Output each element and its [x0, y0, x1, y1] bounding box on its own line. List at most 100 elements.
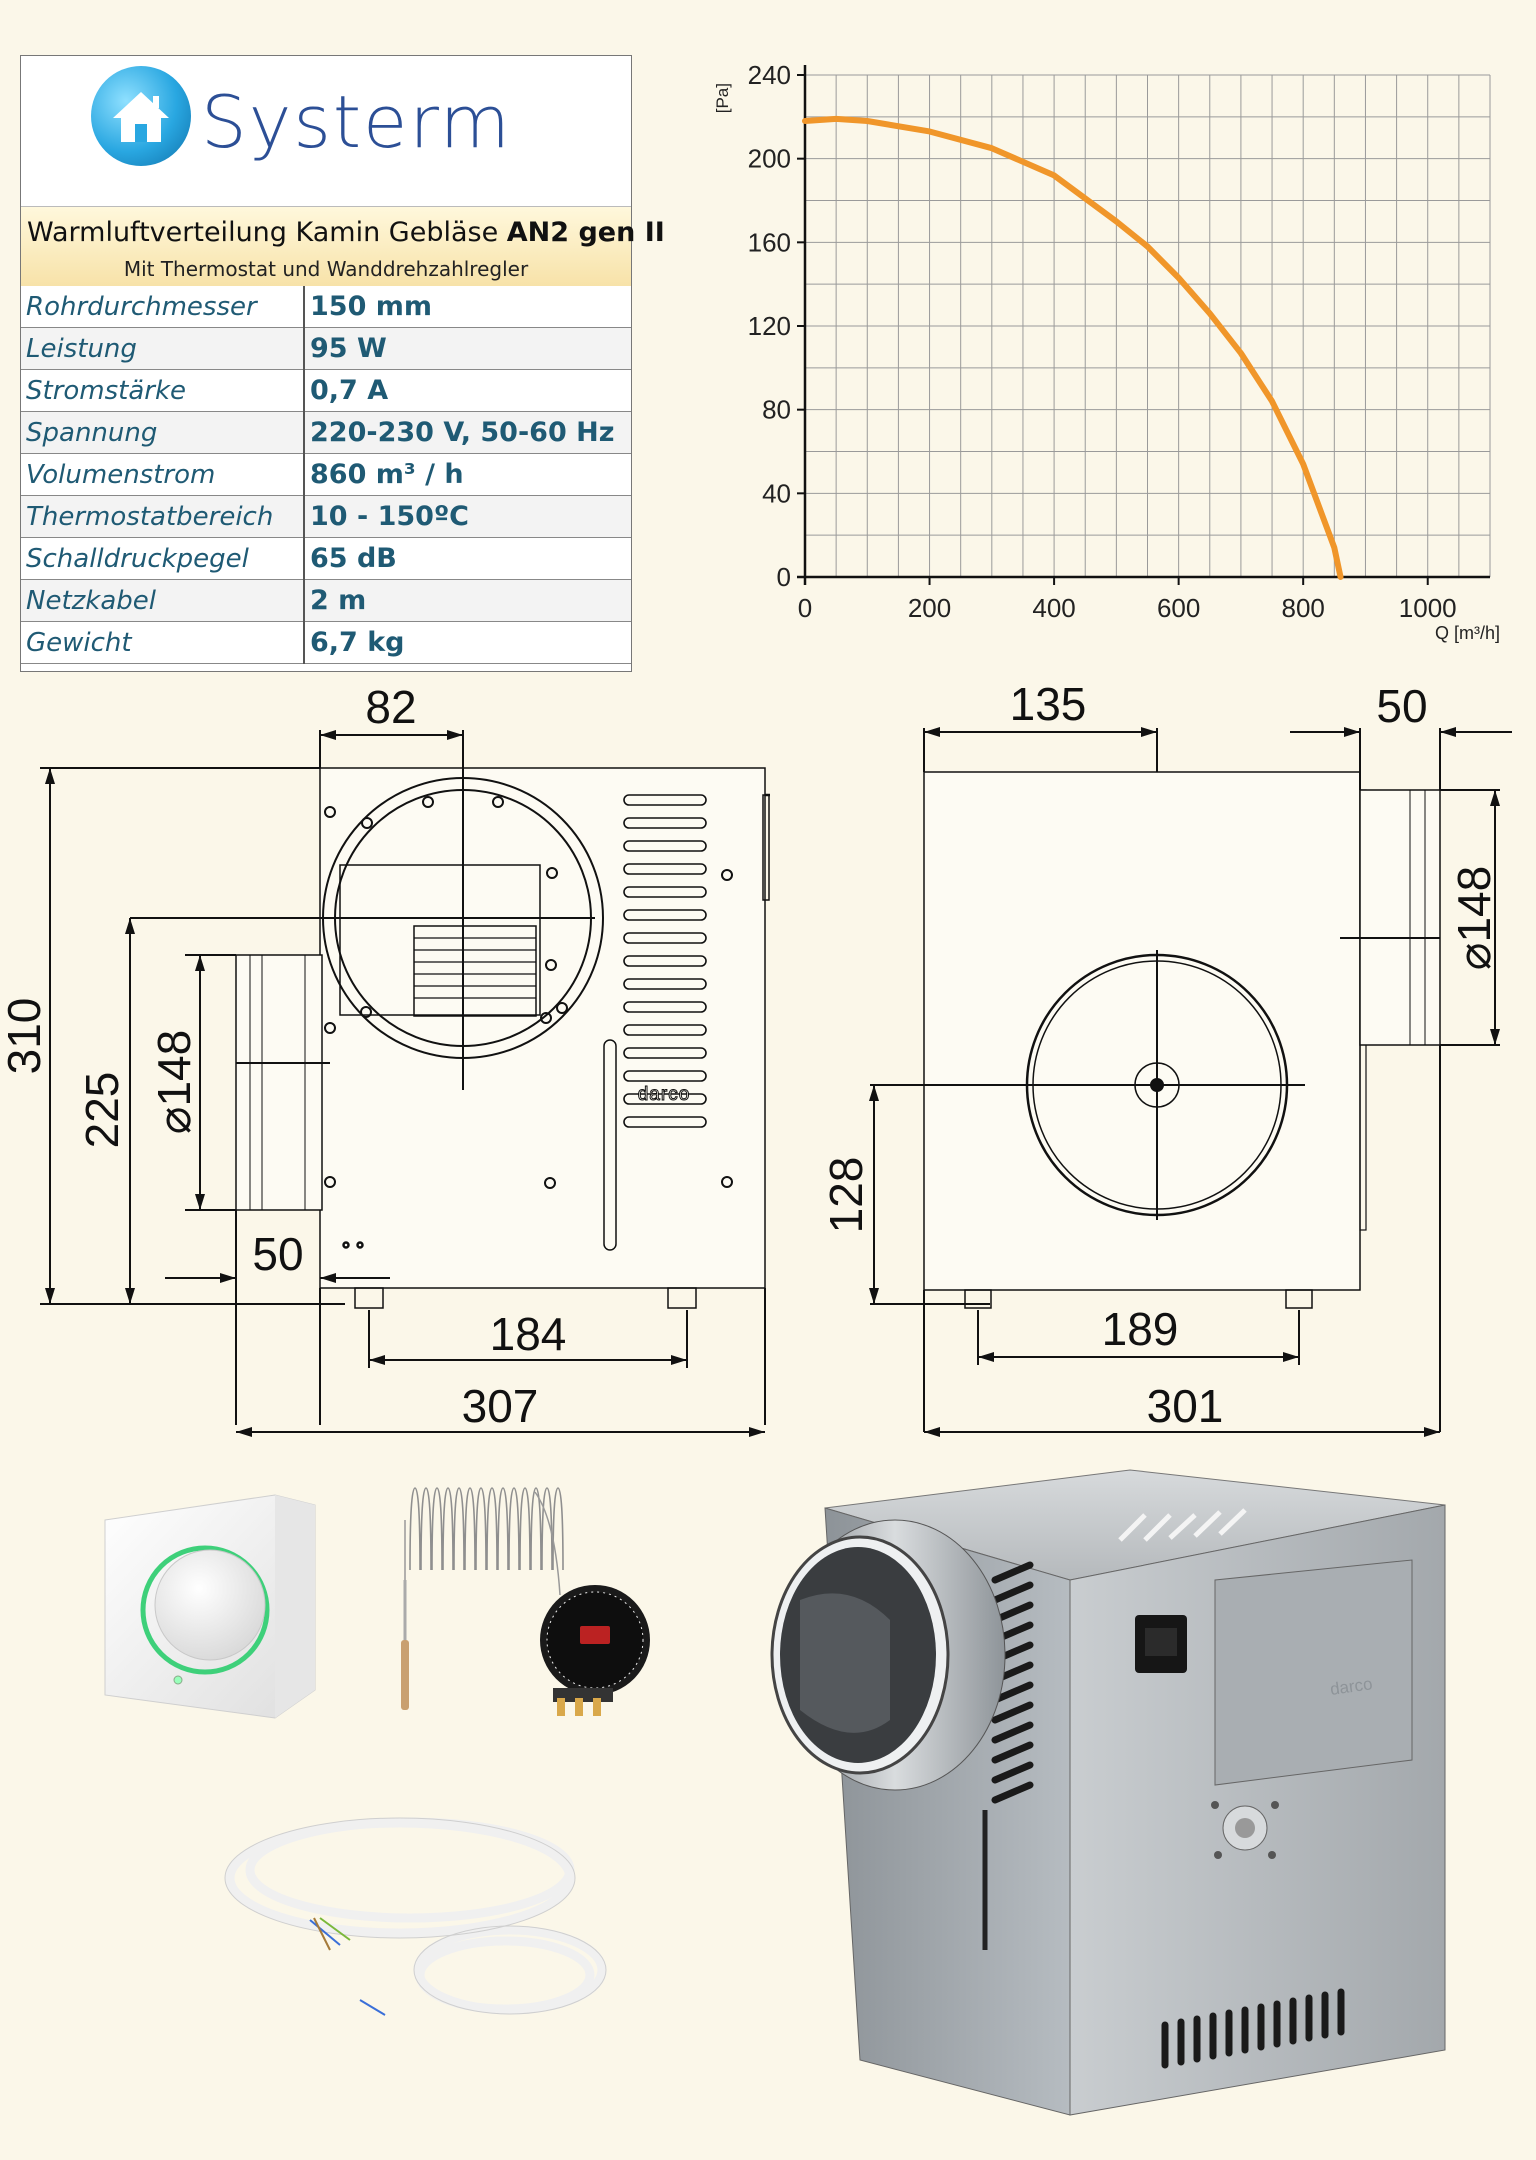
capillary-coil	[541, 1487, 553, 1571]
dim-diameter-148-right: ⌀148	[1448, 866, 1500, 970]
vent-slot	[623, 1047, 707, 1059]
capillary-coil	[475, 1487, 487, 1571]
unit-vent-slot	[991, 1761, 1034, 1784]
dim-301: 301	[1147, 1380, 1224, 1432]
spec-sheet: Systerm Warmluftverteilung Kamin Gebläse…	[20, 55, 665, 672]
x-axis-label: Q [m³/h]	[1435, 623, 1500, 643]
unit-vent-slot	[991, 1701, 1034, 1724]
capillary-coil	[530, 1487, 542, 1571]
capillary-coil	[552, 1487, 564, 1571]
fan-unit-photo: darco	[770, 1469, 1446, 2116]
unit-vent-slot	[991, 1741, 1034, 1764]
product-title: Warmluftverteilung Kamin Gebläse AN2 gen…	[27, 217, 665, 248]
x-tick-label: 800	[1281, 593, 1324, 623]
spec-label: Leistung	[21, 327, 305, 370]
speed-controller-photo	[104, 1494, 316, 1719]
unit-vent-slot	[991, 1781, 1034, 1804]
vent-slot	[623, 1001, 707, 1013]
x-tick-label: 0	[798, 593, 812, 623]
chart-series	[802, 115, 1344, 580]
dim-diameter-148: ⌀148	[148, 1030, 200, 1134]
unit-vent-slot	[991, 1581, 1034, 1604]
spec-value: 150 mm	[304, 286, 631, 328]
capillary-coil	[453, 1487, 465, 1571]
chart-axes	[797, 65, 1490, 585]
housing-outline-front	[923, 771, 1361, 1291]
spec-label: Netzkabel	[21, 579, 305, 622]
technical-drawing-front: 135 50 ⌀148 128 189 301	[820, 680, 1512, 1437]
spec-value: 0,7 A	[304, 369, 631, 412]
spec-value: 860 m³ / h	[304, 453, 631, 496]
housing-outline	[319, 767, 766, 1289]
dim-310: 310	[0, 998, 50, 1075]
capillary-coil	[420, 1487, 432, 1571]
chart-grid	[804, 74, 1491, 578]
vent-slot	[623, 840, 707, 852]
capillary-coil	[431, 1487, 443, 1571]
spec-value: 2 m	[304, 579, 631, 622]
spec-label: Gewicht	[21, 621, 305, 664]
led-ring	[140, 1545, 270, 1675]
y-tick-label: 80	[762, 395, 791, 425]
control-box	[1214, 1559, 1413, 1786]
dim-82: 82	[365, 681, 416, 733]
vent-slot	[623, 909, 707, 921]
x-tick-label: 400	[1032, 593, 1075, 623]
capillary-coil	[519, 1487, 531, 1571]
x-tick-label: 600	[1157, 593, 1200, 623]
vent-slot	[623, 886, 707, 898]
fan-curve-line	[802, 115, 1344, 580]
vent-slot	[623, 1093, 707, 1105]
spec-value: 220-230 V, 50-60 Hz	[304, 411, 631, 454]
y-tick-label: 40	[762, 478, 791, 508]
darco-mark: darco	[638, 1084, 691, 1105]
dim-225: 225	[76, 1072, 128, 1149]
spec-value: 10 - 150ºC	[304, 495, 631, 538]
vent-slot	[623, 1024, 707, 1036]
duct-stub-right	[1359, 789, 1441, 1046]
dim-184: 184	[490, 1308, 567, 1360]
dim-189: 189	[1102, 1303, 1179, 1355]
y-tick-label: 200	[748, 144, 791, 174]
vent-slot	[623, 1070, 707, 1082]
capillary-coil	[409, 1487, 421, 1571]
technical-drawing-side: 82 310 225 ⌀148 50 184 307 darco	[0, 681, 770, 1437]
dim-50-right: 50	[1376, 680, 1427, 732]
spec-label: Stromstärke	[21, 369, 305, 412]
capillary-coil	[486, 1487, 498, 1571]
spec-value: 65 dB	[304, 537, 631, 580]
vent-slot	[623, 978, 707, 990]
spec-label: Spannung	[21, 411, 305, 454]
product-title-box: Warmluftverteilung Kamin Gebläse AN2 gen…	[21, 206, 665, 288]
dim-128: 128	[820, 1157, 872, 1234]
thermostat-photo	[401, 1487, 650, 1716]
x-tick-label: 200	[908, 593, 951, 623]
vent-slot	[623, 794, 707, 806]
unit-vent-slot	[991, 1561, 1034, 1584]
product-subtitle: Mit Thermostat und Wanddrehzahlregler	[123, 257, 529, 281]
dim-50: 50	[252, 1228, 303, 1280]
capillary-coil	[442, 1487, 454, 1571]
spec-label: Thermostatbereich	[21, 495, 305, 538]
y-tick-label: 0	[777, 562, 791, 592]
unit-vent-slot	[991, 1681, 1034, 1704]
vent-slot	[623, 1116, 707, 1128]
dim-307: 307	[462, 1380, 539, 1432]
logo: Systerm	[21, 56, 631, 206]
spec-value: 6,7 kg	[304, 621, 631, 664]
vent-slot	[623, 955, 707, 967]
y-tick-label: 120	[748, 311, 791, 341]
knob	[154, 1549, 266, 1661]
